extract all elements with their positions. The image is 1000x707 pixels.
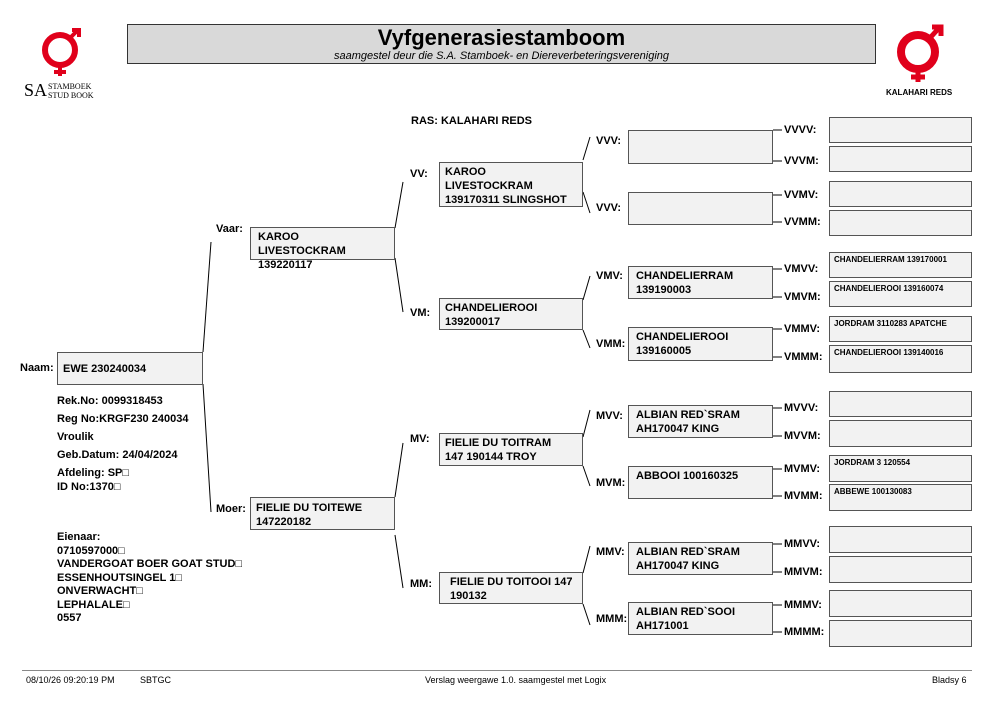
owner-line: LEPHALALE□ [57, 598, 130, 611]
g5-box [829, 210, 972, 236]
owner-line: ESSENHOUTSINGEL 1□ [57, 571, 183, 584]
vaar-label: Vaar: [216, 223, 243, 235]
owner-line: VANDERGOAT BOER GOAT STUD□ [57, 558, 243, 570]
logo-line2: STUD BOOK [48, 91, 94, 100]
owner-line: 0710597000□ [57, 544, 125, 557]
g5-box: ABBEWE 100130083 [829, 484, 972, 511]
animal-name-box: EWE 230240034 [57, 352, 203, 385]
vmv-label: VMV: [596, 270, 623, 282]
sex: Vroulik [57, 431, 94, 443]
department: Afdeling: SP□ [57, 467, 130, 479]
g5-label: VVVV: [784, 124, 817, 136]
g5-box: CHANDELIEROOI 139160074 [829, 281, 972, 307]
g5-label: VMVV: [784, 263, 819, 275]
moer-box: FIELIE DU TOITEWE 147220182 [250, 497, 395, 530]
mmm-label: MMM: [596, 613, 628, 625]
g5-label: MVMV: [784, 463, 821, 475]
g5-box [829, 590, 972, 617]
g5-box: JORDRAM 3 120554 [829, 455, 972, 482]
animal-info: Rek.No: 0099318453 Reg No:KRGF230 240034… [57, 392, 188, 496]
g5-box [829, 526, 972, 553]
mvv-label: MVV: [596, 410, 623, 422]
g5-label: VVMV: [784, 189, 819, 201]
g5-label: MMMV: [784, 599, 822, 611]
g5-label: VMVM: [784, 291, 821, 303]
vmm-box: CHANDELIEROOI 139160005 [628, 327, 773, 361]
birth-date: Geb.Datum: 24/04/2024 [57, 449, 178, 461]
report-header: Vyfgenerasiestamboom saamgestel deur die… [127, 24, 876, 64]
g5-label: VVMM: [784, 216, 821, 228]
g5-box [829, 556, 972, 583]
report-title: Vyfgenerasiestamboom [377, 25, 626, 50]
logo-text: STAMBOEK STUD BOOK [48, 82, 94, 100]
mmv-label: MMV: [596, 546, 625, 558]
mv-box: FIELIE DU TOITRAM 147 190144 TROY [439, 433, 583, 466]
vvm-box [628, 192, 773, 225]
g5-box [829, 117, 972, 143]
owner-label: Eienaar: [57, 531, 101, 543]
name-label: Naam: [20, 362, 54, 374]
g5-box: CHANDELIEROOI 139140016 [829, 345, 972, 373]
g5-box [829, 620, 972, 647]
breed-label: RAS: KALAHARI REDS [411, 115, 532, 127]
vmm-label: VMM: [596, 338, 626, 350]
owner-line: ONVERWACHT□ [57, 585, 143, 597]
report-subtitle: saamgestel deur die S.A. Stamboek- en Di… [333, 50, 670, 62]
vvv-label: VVV: [596, 135, 622, 147]
logo-prefix: SA [24, 80, 48, 100]
kalahari-reds-emblem-icon [897, 24, 944, 82]
mvv-box: ALBIAN RED`SRAM AH170047 KING [628, 405, 773, 438]
owner-line: 0557 [57, 612, 82, 624]
mv-label: MV: [410, 433, 430, 445]
mm-box: FIELIE DU TOITOOI 147 190132 [439, 572, 583, 604]
g5-box: JORDRAM 3110283 APATCHE [829, 316, 972, 342]
g5-label: MMVM: [784, 566, 823, 578]
g5-box [829, 420, 972, 447]
footer-divider [22, 670, 972, 671]
g5-box [829, 146, 972, 172]
g5-label: MVVM: [784, 430, 821, 442]
g5-box [829, 181, 972, 207]
g5-label: MMVV: [784, 538, 821, 550]
g5-label: MVVV: [784, 402, 819, 414]
vm-box: CHANDELIEROOI 139200017 [439, 298, 583, 330]
mvm-label: MVM: [596, 477, 626, 489]
owner-info: Eienaar: 0710597000□ VANDERGOAT BOER GOA… [57, 531, 242, 626]
vv-label: VV: [410, 168, 428, 180]
id-no: ID No:1370□ [57, 481, 121, 493]
vaar-box: KAROO LIVESTOCKRAM 139220117 [250, 227, 395, 271]
mm-label: MM: [410, 578, 432, 590]
sa-stud-book-emblem-icon [42, 28, 81, 76]
vvv-box [628, 130, 773, 164]
g5-label: MVMM: [784, 490, 823, 502]
g5-label: VVVM: [784, 155, 819, 167]
mmm-box: ALBIAN RED`SOOI AH171001 [628, 602, 773, 635]
sa-stud-book-logo: SA STAMBOEK STUD BOOK [22, 26, 112, 101]
vmv-box: CHANDELIERRAM 139190003 [628, 266, 773, 299]
g5-box: CHANDELIERRAM 139170001 [829, 252, 972, 278]
rek-no: Rek.No: 0099318453 [57, 395, 163, 407]
footer-code: SBTGC [140, 675, 172, 685]
vm-label: VM: [410, 307, 431, 319]
footer-page: Bladsy 6 [932, 675, 967, 685]
footer-datetime: 08/10/26 09:20:19 PM [26, 675, 115, 685]
moer-label: Moer: [216, 503, 246, 515]
kalahari-reds-logo: KALAHARI REDS [880, 22, 962, 100]
footer-report: Verslag weergawe 1.0. saamgestel met Log… [425, 675, 607, 685]
g5-box [829, 391, 972, 417]
g5-label: MMMM: [784, 626, 825, 638]
reg-no: Reg No:KRGF230 240034 [57, 413, 189, 425]
g5-label: VMMM: [784, 351, 823, 363]
vv-box: KAROO LIVESTOCKRAM 139170311 SLINGSHOT [439, 162, 583, 207]
kalahari-reds-caption: KALAHARI REDS [886, 88, 953, 97]
logo-line1: STAMBOEK [48, 82, 92, 91]
vvm-label: VVV: [596, 202, 622, 214]
mmv-box: ALBIAN RED`SRAM AH170047 KING [628, 542, 773, 575]
mvm-box: ABBOOI 100160325 [628, 466, 773, 499]
g5-label: VMMV: [784, 323, 821, 335]
